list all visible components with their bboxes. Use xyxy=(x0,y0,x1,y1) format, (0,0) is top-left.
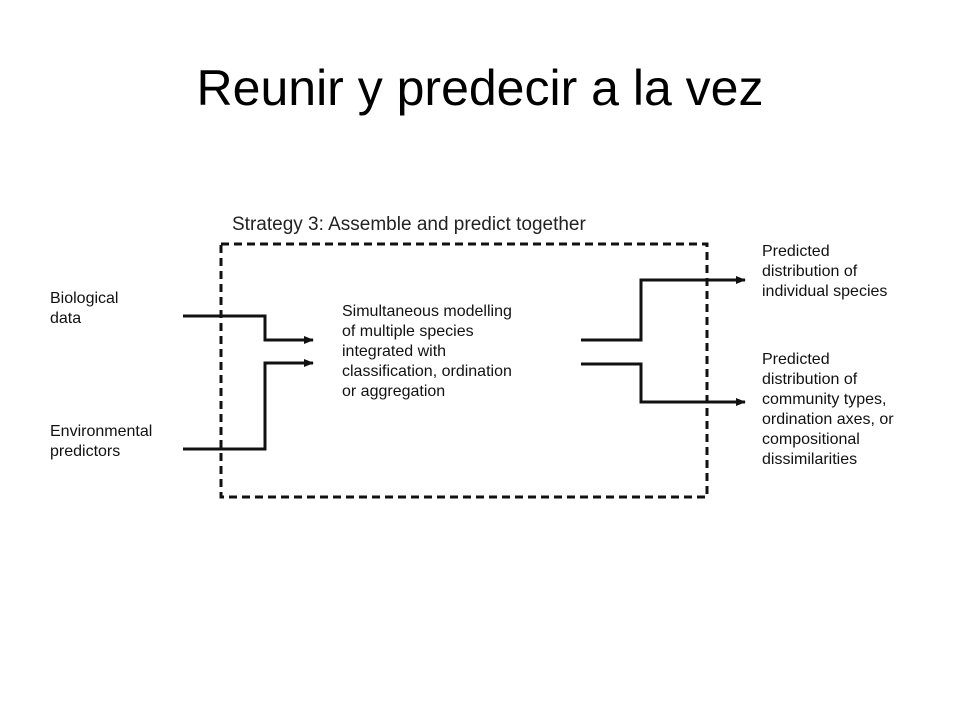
process-text-line: Simultaneous modelling xyxy=(342,303,512,320)
output-label-line: ordination axes, or xyxy=(762,411,894,428)
process-text-line: of multiple species xyxy=(342,323,474,340)
output-label-line: distribution of xyxy=(762,371,858,388)
environmental-predictors-arrow xyxy=(183,359,314,451)
simultaneous-modelling-text: Simultaneous modelling of multiple speci… xyxy=(342,302,512,402)
output-label-line: community types, xyxy=(762,391,887,408)
output-label-line: individual species xyxy=(762,283,888,300)
process-text-line: classification, ordination xyxy=(342,363,512,380)
individual-species-output-label: Predicted distribution of individual spe… xyxy=(762,242,887,302)
output-label-line: dissimilarities xyxy=(762,451,858,468)
biological-data-arrow xyxy=(183,314,314,344)
environmental-predictors-label-line: predictors xyxy=(50,443,121,460)
environmental-predictors-label-line: Environmental xyxy=(50,423,153,440)
biological-data-label-line: Biological xyxy=(50,290,119,307)
environmental-predictors-label: Environmental predictors xyxy=(50,422,152,462)
output-label-line: Predicted xyxy=(762,243,830,260)
biological-data-label-line: data xyxy=(50,310,82,327)
community-output-label: Predicted distribution of community type… xyxy=(762,350,894,470)
process-text-line: or aggregation xyxy=(342,383,446,400)
strategy-title: Strategy 3: Assemble and predict togethe… xyxy=(232,214,586,235)
output-label-line: distribution of xyxy=(762,263,858,280)
output-label-line: compositional xyxy=(762,431,860,448)
community-output-arrow xyxy=(581,362,746,406)
process-text-line: integrated with xyxy=(342,343,447,360)
output-label-line: Predicted xyxy=(762,351,830,368)
slide-title: Reunir y predecir a la vez xyxy=(196,60,764,116)
individual-species-output-arrow xyxy=(581,276,746,342)
biological-data-label: Biological data xyxy=(50,289,118,329)
strategy-box-dashed-border xyxy=(219,242,709,499)
